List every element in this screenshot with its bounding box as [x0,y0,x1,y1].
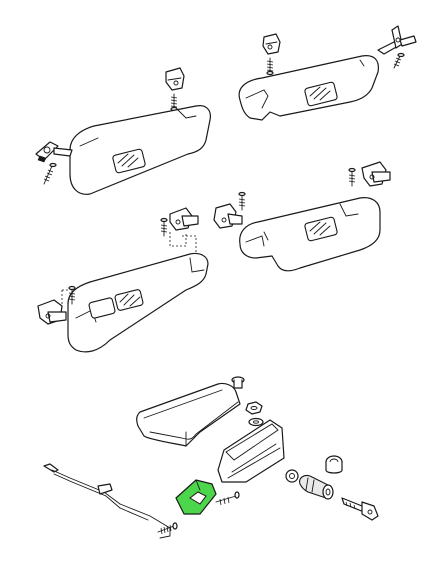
visor-clip-upper-left [165,67,185,91]
vanity-mirror [112,148,146,174]
key [341,497,379,521]
sun-visor-right-upper [238,55,379,121]
screw-left-lower-top [160,217,168,237]
sun-visor-left-lower [67,252,209,353]
glove-box-cable [43,463,171,539]
sun-visor-assembly-right-upper [238,25,417,121]
glove-box-tray [136,382,241,447]
lock-nut [325,455,343,474]
screw-right-lower-clip [238,191,246,211]
screw-upper-left [170,93,178,112]
vanity-mirror [304,216,338,242]
visor-hinge-right-lower [361,161,391,187]
lock-washer [285,469,299,483]
screw-upper-right [266,57,274,76]
vanity-mirror [304,81,338,107]
visor-clip-upper-right [262,33,281,55]
glove-box-lock-bracket[interactable] [175,479,217,515]
sun-visor-assembly-left-upper [35,67,211,195]
visor-clip-right-lower [213,203,243,229]
lock-cylinder [299,474,334,500]
sun-visor-right-lower [239,197,381,272]
sun-visor-assembly-left-lower [37,207,209,353]
assembly-guide-line [61,289,70,308]
screw-right-lower-hinge [348,167,356,187]
screw-cable [157,522,178,535]
vanity-mirror-frame [88,297,116,319]
glove-box-hinge-plate [217,419,285,483]
screw-pivot-upper-left [43,162,57,185]
washer [248,417,264,427]
sun-visor-left-upper [69,105,211,195]
screw-bracket [215,491,240,506]
nut [245,401,263,415]
screw-pivot-upper-right [393,52,405,69]
assembly-guide-line [182,235,197,252]
glove-box-bumper [231,376,245,389]
sun-visor-assembly-right-lower [213,161,391,272]
assembly-guide-line [169,232,187,247]
visor-pivot-bracket-upper-left [35,141,73,163]
glove-box-assembly [43,376,379,539]
visor-clip-left-lower-top [169,207,199,231]
visor-hinge-left-lower [37,299,67,325]
visor-pivot-rod-upper-right [377,25,417,55]
screw-left-lower [68,285,76,305]
